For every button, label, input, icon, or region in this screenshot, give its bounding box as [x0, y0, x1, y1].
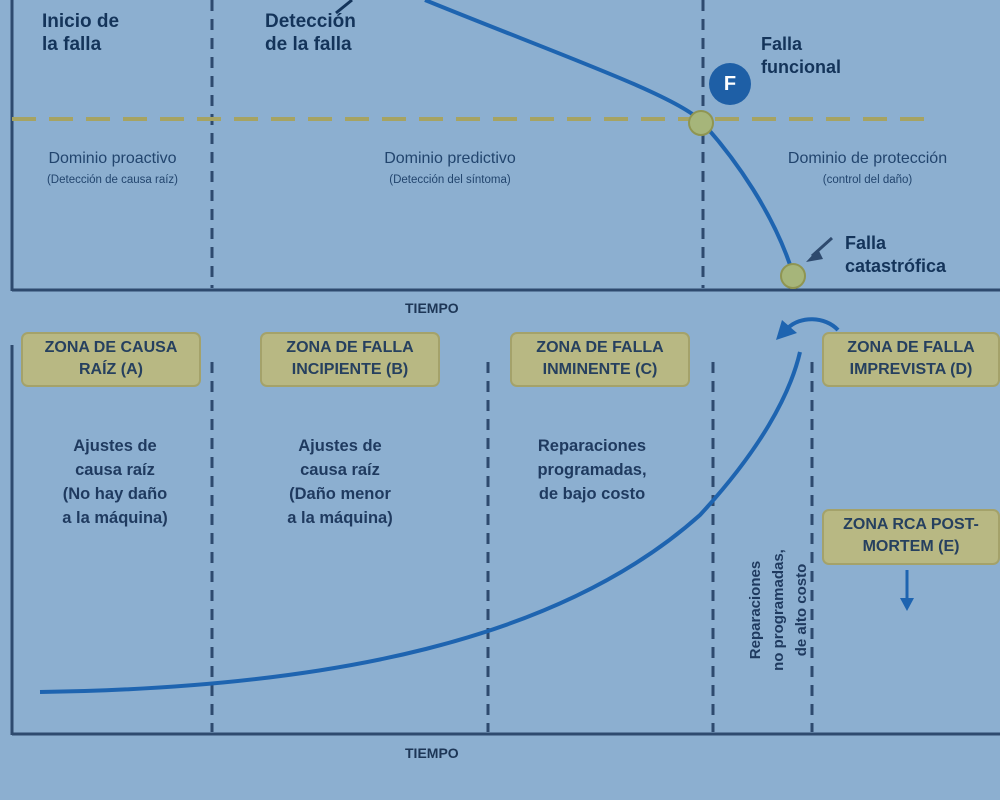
bottom-x-axis-label: TIEMPO — [405, 745, 459, 761]
domain-protection-subtitle: (control del daño) — [822, 174, 913, 186]
pf-curve — [424, 0, 795, 275]
desc-causa-raiz-line4: a la máquina) — [62, 509, 168, 527]
domain-proactive-subtitle: (Detección de causa raíz) — [46, 174, 179, 186]
domain-protection-title: Dominio de protección — [787, 150, 948, 167]
desc-reparaciones-line2: no programadas, — [770, 549, 787, 671]
rca-down-arrow-head — [900, 598, 914, 611]
label-deteccion-falla-line2: de la falla — [265, 34, 352, 55]
desc-falla-inminente-line3: de bajo costo — [538, 485, 646, 503]
zone-rca-post-mortem: ZONA RCA POST- MORTEM (E) — [822, 509, 1000, 565]
desc-reparaciones-line3: de alto costo — [793, 563, 810, 657]
domain-proactive-title: Dominio proactivo — [48, 150, 177, 167]
label-inicio-falla-line2: la falla — [42, 34, 102, 55]
zone-falla-imprevista: ZONA DE FALLA IMPREVISTA (D) — [822, 332, 1000, 387]
top-x-axis-label: TIEMPO — [405, 300, 459, 316]
label-falla-catastrofica-line1: Falla — [845, 233, 887, 253]
zone-causa-raiz-line1: ZONA DE CAUSA — [44, 339, 178, 356]
domain-predictive-subtitle: (Detección del síntoma) — [389, 174, 511, 186]
desc-falla-incipiente-line1: Ajustes de — [298, 437, 382, 455]
zone-falla-incipiente-line2: INCIPIENTE (B) — [291, 361, 409, 378]
zone-falla-inminente-line2: INMINENTE (C) — [542, 361, 658, 378]
detection-pointer — [335, 0, 353, 15]
functional-failure-f-badge: F — [709, 63, 751, 105]
zone-falla-incipiente-line1: ZONA DE FALLA — [286, 339, 414, 356]
desc-causa-raiz-line3: (No hay daño — [62, 485, 168, 503]
catastrophic-arrow-head — [806, 249, 823, 262]
desc-falla-inminente-line2: programadas, — [537, 461, 647, 479]
return-arrow-head — [776, 320, 797, 340]
desc-reparaciones-line1: Reparaciones — [747, 560, 764, 660]
desc-causa-raiz-line2: causa raíz — [75, 461, 155, 479]
desc-falla-incipiente-line3: (Daño menor — [289, 485, 391, 503]
functional-failure-marker — [688, 110, 714, 136]
desc-falla-incipiente: Ajustes de causa raíz (Daño menor a la m… — [255, 434, 425, 530]
zone-falla-incipiente: ZONA DE FALLA INCIPIENTE (B) — [260, 332, 440, 387]
label-inicio-falla: Inicio de la falla — [42, 10, 119, 56]
label-deteccion-falla-line1: Detección — [265, 11, 356, 32]
zone-causa-raiz: ZONA DE CAUSA RAÍZ (A) — [21, 332, 201, 387]
label-inicio-falla-line1: Inicio de — [42, 11, 120, 32]
label-falla-catastrofica-line2: catastrófica — [845, 256, 947, 276]
zone-falla-imprevista-line2: IMPREVISTA (D) — [849, 361, 973, 378]
desc-falla-inminente: Reparaciones programadas, de bajo costo — [507, 434, 677, 506]
return-arrow-curve — [786, 317, 840, 332]
zone-rca-post-mortem-line2: MORTEM (E) — [862, 538, 960, 555]
desc-falla-incipiente-line4: a la máquina) — [287, 509, 393, 527]
desc-reparaciones-no-programadas: Reparaciones no programadas, de alto cos… — [744, 510, 813, 710]
label-deteccion-falla: Detección de la falla — [265, 10, 356, 56]
label-falla-funcional: Falla funcional — [761, 33, 841, 79]
zone-rca-post-mortem-line1: ZONA RCA POST- — [843, 516, 979, 533]
zone-falla-inminente: ZONA DE FALLA INMINENTE (C) — [510, 332, 690, 387]
zone-causa-raiz-line2: RAÍZ (A) — [79, 361, 143, 378]
zone-falla-imprevista-line1: ZONA DE FALLA — [847, 339, 975, 356]
desc-falla-incipiente-line2: causa raíz — [300, 461, 380, 479]
domain-predictive-title: Dominio predictivo — [384, 150, 516, 167]
label-falla-funcional-line2: funcional — [761, 57, 841, 77]
zone-falla-inminente-line1: ZONA DE FALLA — [536, 339, 664, 356]
desc-causa-raiz: Ajustes de causa raíz (No hay daño a la … — [30, 434, 200, 530]
domain-protection: Dominio de protección (control del daño) — [750, 150, 985, 186]
domain-predictive: Dominio predictivo (Detección del síntom… — [300, 150, 600, 186]
cost-curve — [39, 351, 802, 694]
domain-proactive: Dominio proactivo (Detección de causa ra… — [20, 150, 205, 186]
desc-causa-raiz-line1: Ajustes de — [73, 437, 157, 455]
catastrophic-failure-marker — [780, 263, 806, 289]
desc-falla-inminente-line1: Reparaciones — [537, 437, 647, 455]
label-falla-funcional-line1: Falla — [761, 34, 803, 54]
label-falla-catastrofica: Falla catastrófica — [845, 232, 946, 278]
